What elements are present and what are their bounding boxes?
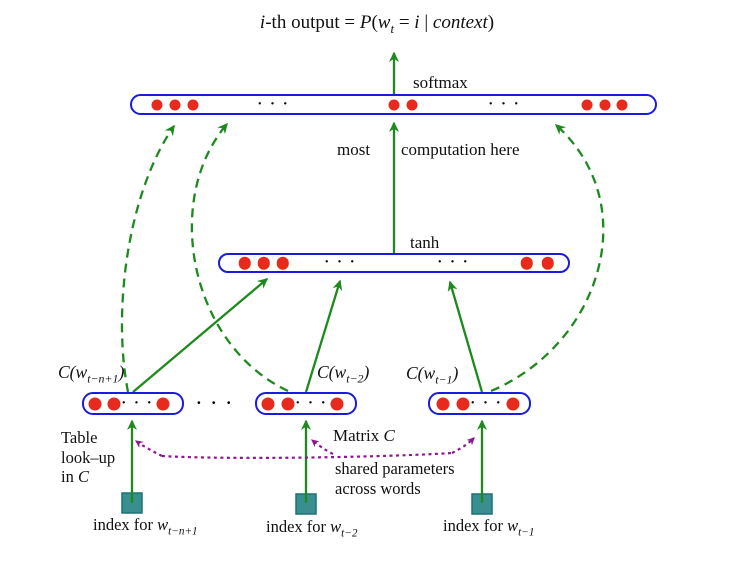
- annotation-computation-here: computation here: [401, 140, 520, 159]
- table-lookup-note: Table look–up in C: [61, 428, 116, 486]
- unit-dot: [581, 99, 592, 110]
- unit-dot: [599, 99, 610, 110]
- output-layer: · · · · · ·: [130, 94, 657, 115]
- skip-connection-emb2-to-softmax: [190, 122, 289, 393]
- arrow-emb3-to-hidden: [447, 280, 484, 393]
- unit-dot: [388, 99, 399, 110]
- embedding-layer-2: · · ·: [255, 392, 357, 415]
- arrow-emb2-to-hidden: [304, 279, 343, 393]
- matrix-c-label: Matrix C: [333, 426, 395, 445]
- ellipsis: · · ·: [295, 394, 328, 411]
- unit-dot: [151, 99, 162, 110]
- index-label-1: index for wt−n+1: [93, 515, 198, 538]
- unit-dot: [281, 397, 294, 410]
- unit-dot: [156, 397, 169, 410]
- ellipsis: · · ·: [324, 253, 357, 270]
- shared-params-arrow-emb1: [134, 440, 163, 457]
- skip-connection-emb3-to-softmax: [490, 123, 605, 393]
- unit-dot: [506, 397, 519, 410]
- unit-dot: [257, 256, 270, 270]
- embedding-label-3: C(wt−1): [406, 363, 459, 387]
- between-embeddings-ellipsis: · · ·: [195, 393, 235, 412]
- ellipsis: · · ·: [470, 394, 503, 411]
- unit-dot: [238, 256, 251, 270]
- annotation-most: most: [337, 140, 371, 159]
- embedding-label-2: C(wt−2): [317, 362, 370, 386]
- unit-dot: [276, 256, 289, 270]
- unit-dot: [520, 256, 533, 270]
- shared-params-arrow-emb3: [451, 437, 475, 454]
- unit-dot: [88, 397, 101, 410]
- unit-dot: [169, 99, 180, 110]
- shared-params-link: [161, 451, 453, 459]
- unit-dot: [406, 99, 417, 110]
- arrow-emb1-to-hidden: [132, 278, 269, 393]
- shared-params-note: shared parameters across words: [335, 459, 455, 498]
- unit-dot: [436, 397, 449, 410]
- ellipsis: · · ·: [488, 95, 521, 112]
- unit-dot: [187, 99, 198, 110]
- shared-params-arrow-emb2: [311, 439, 334, 455]
- index-label-2: index for wt−2: [266, 517, 358, 540]
- unit-dot: [616, 99, 627, 110]
- hidden-layer: · · · · · ·: [218, 253, 570, 273]
- skip-connection-emb1-to-softmax: [120, 124, 175, 393]
- ellipsis: · · ·: [257, 95, 290, 112]
- index-label-3: index for wt−1: [443, 516, 535, 539]
- tanh-label: tanh: [410, 233, 440, 252]
- unit-dot: [330, 397, 343, 410]
- ellipsis: · · ·: [437, 253, 470, 270]
- embedding-layer-1: · · ·: [82, 392, 184, 415]
- embedding-layer-3: · · ·: [428, 392, 531, 415]
- ellipsis: · · ·: [121, 394, 154, 411]
- embedding-label-1: C(wt−n+1): [58, 362, 125, 386]
- unit-dot: [541, 256, 554, 270]
- unit-dot: [261, 397, 274, 410]
- softmax-label: softmax: [413, 73, 468, 92]
- unit-dot: [456, 397, 469, 410]
- unit-dot: [107, 397, 120, 410]
- page-title: i-th output = P(wt = i | context): [259, 12, 495, 36]
